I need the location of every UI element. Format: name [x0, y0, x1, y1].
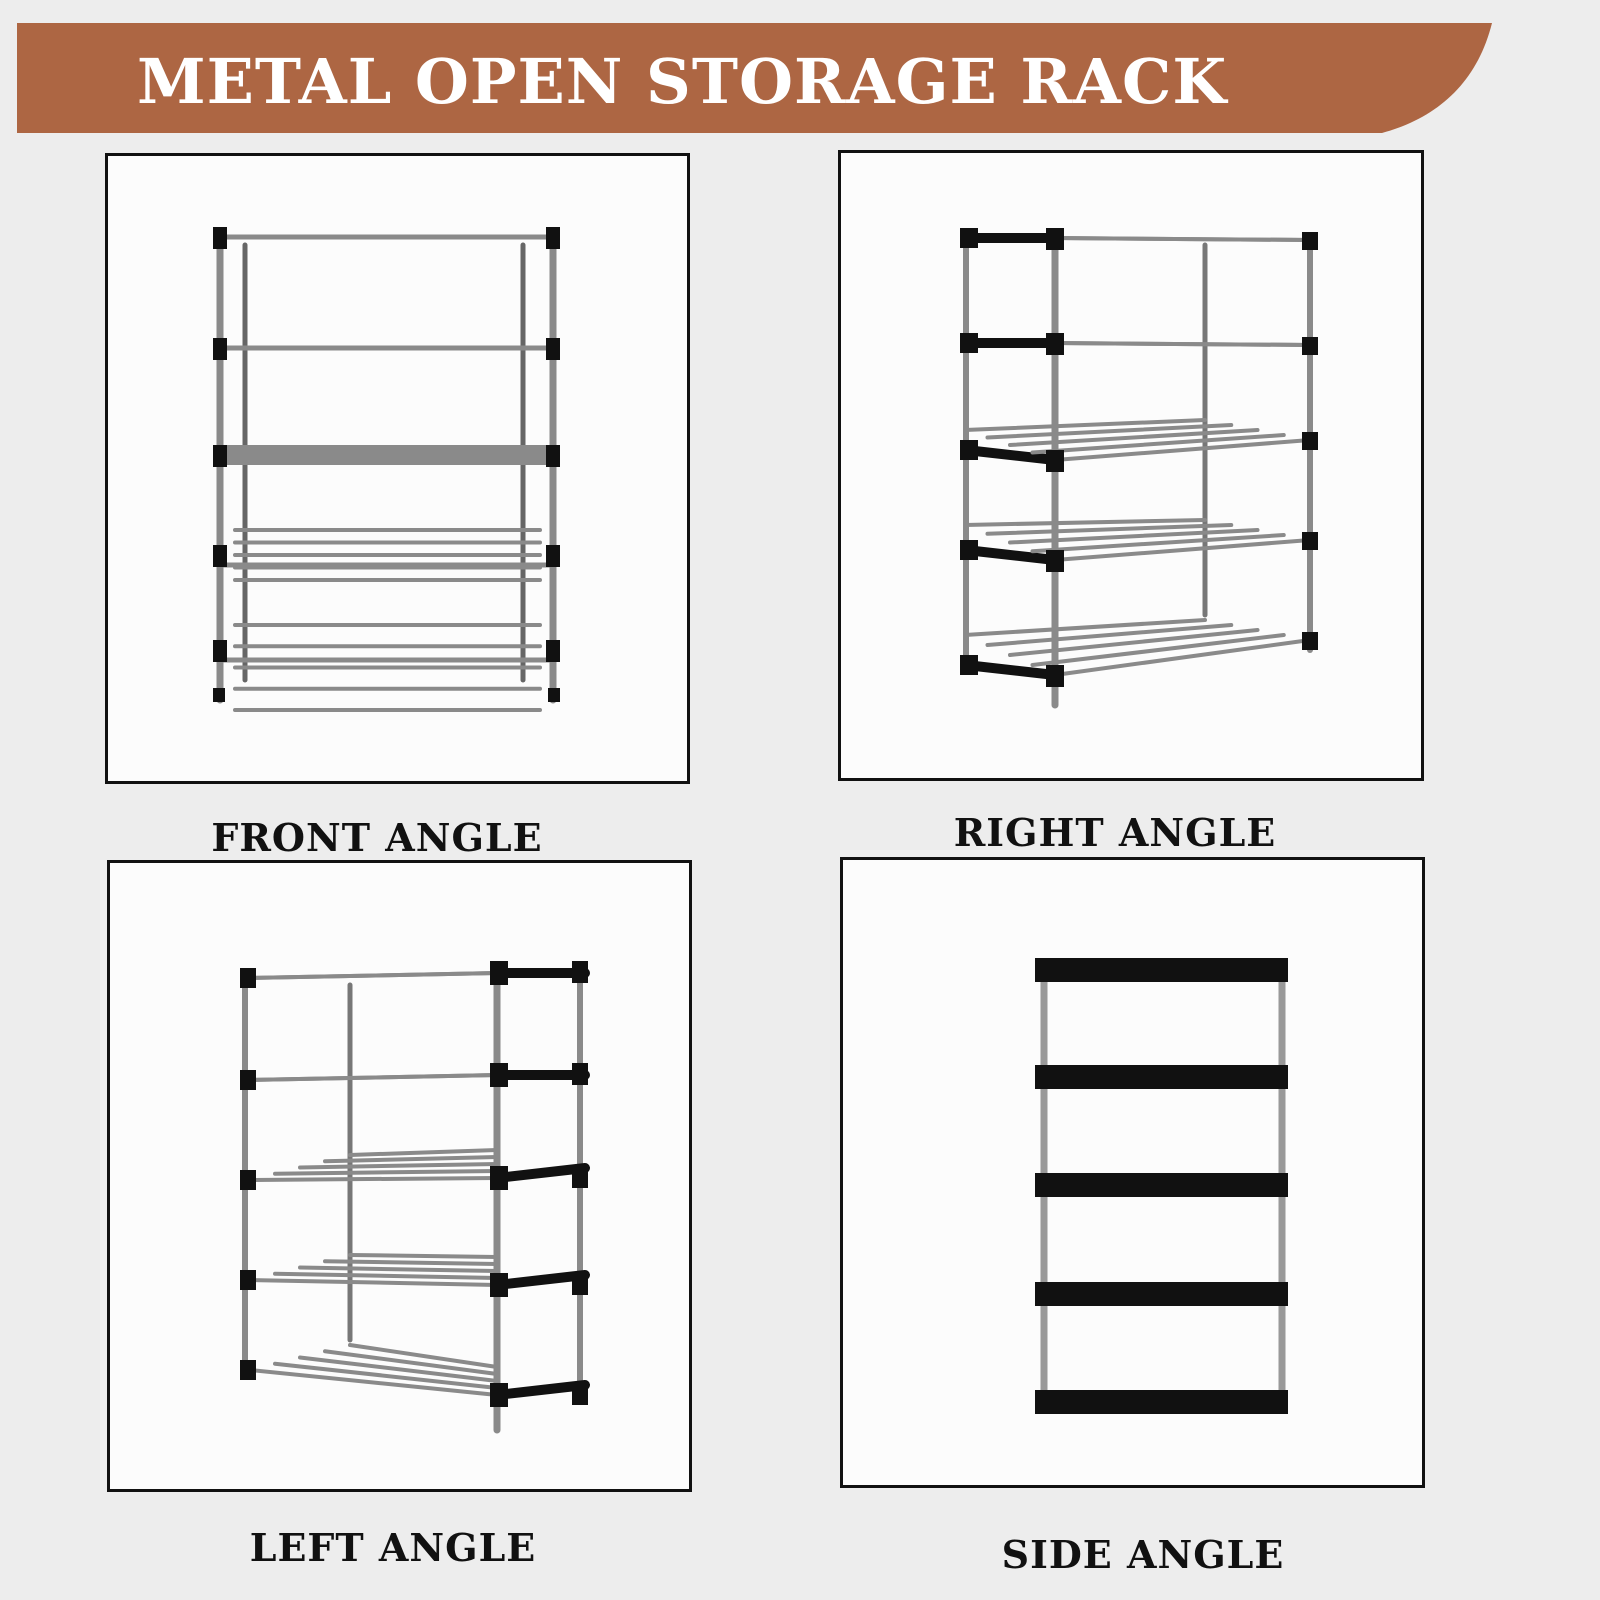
connector	[1046, 665, 1064, 687]
shelf-rod	[963, 518, 1207, 527]
rack-foot	[548, 688, 560, 702]
connector	[1302, 337, 1318, 355]
shelf-rod	[1053, 638, 1312, 677]
connector	[1046, 333, 1064, 355]
connector	[546, 640, 560, 662]
shelf-rod	[1053, 341, 1312, 347]
connector	[572, 1383, 588, 1405]
connector	[1302, 632, 1318, 650]
connector	[546, 338, 560, 360]
connector	[960, 540, 978, 560]
connector	[1046, 450, 1064, 472]
connector	[546, 445, 560, 467]
connector	[960, 333, 978, 353]
connector	[213, 640, 227, 662]
connector	[240, 1360, 256, 1380]
shelf-rod	[298, 1265, 499, 1273]
shelf-rod	[248, 1368, 499, 1397]
connector	[213, 227, 227, 249]
connector	[490, 1063, 508, 1087]
shelf-rod	[1030, 633, 1286, 667]
right-angle-label: RIGHT ANGLE	[953, 810, 1277, 855]
shelf-rod	[985, 523, 1234, 536]
connector	[490, 1383, 508, 1407]
shelf-side-bar	[1035, 1173, 1288, 1197]
shelf-rod	[323, 1259, 499, 1266]
shelf-rod	[298, 1355, 499, 1383]
shelf-rod	[1008, 528, 1260, 545]
shelf-side	[492, 1380, 590, 1400]
left-angle-label: LEFT ANGLE	[249, 1525, 537, 1570]
shelf-rod	[1008, 428, 1260, 447]
shelf-rod	[323, 1155, 499, 1164]
shelf-side	[961, 545, 1060, 565]
banner-shape	[17, 23, 1492, 133]
shelf-rod	[248, 1278, 499, 1287]
connector	[960, 440, 978, 460]
connector	[572, 1166, 588, 1188]
shelf-rod	[963, 618, 1207, 637]
connector	[240, 1170, 256, 1190]
connector	[572, 961, 588, 983]
shelf-rod	[273, 1271, 499, 1280]
shelf-rod	[1030, 433, 1286, 455]
shelf-rod	[248, 1176, 499, 1182]
shelf-side	[961, 660, 1060, 680]
connector	[1302, 532, 1318, 550]
shelf-rod	[248, 1073, 499, 1082]
title-banner: METAL OPEN STORAGE RACK	[17, 23, 1492, 133]
shelf-side	[961, 445, 1060, 465]
connector	[546, 545, 560, 567]
shelf-rod	[1008, 628, 1260, 657]
shelf-rod	[1053, 538, 1312, 562]
shelf-rod	[348, 1148, 499, 1157]
connector	[213, 445, 227, 467]
shelf-rod	[985, 623, 1234, 647]
shelf-rod	[248, 971, 499, 980]
shelf-rod	[348, 1343, 499, 1369]
connector	[240, 1270, 256, 1290]
shelf-side	[492, 1270, 590, 1290]
side-angle-label: SIDE ANGLE	[1001, 1532, 1285, 1577]
connector	[572, 1063, 588, 1085]
page-title: METAL OPEN STORAGE RACK	[137, 45, 1228, 118]
shelf-side	[492, 1163, 590, 1183]
connector	[490, 1273, 508, 1297]
shelf-rod	[273, 1361, 499, 1390]
shelf-rod	[1030, 533, 1286, 554]
shelf-side-bar	[1035, 1282, 1288, 1306]
connector	[213, 545, 227, 567]
front-angle-panel	[105, 153, 690, 784]
shelf-rod	[348, 1253, 499, 1259]
shelf-rod	[323, 1349, 499, 1376]
shelf-rod	[985, 423, 1234, 440]
rack-foot	[213, 688, 225, 702]
connector	[490, 961, 508, 985]
connector	[960, 228, 978, 248]
connector	[213, 338, 227, 360]
right-angle-panel	[838, 150, 1424, 781]
connector	[572, 1273, 588, 1295]
connector	[490, 1166, 508, 1190]
shelf-rod	[963, 418, 1207, 432]
connector	[960, 655, 978, 675]
shelf-rod	[273, 1169, 499, 1176]
connector	[240, 1070, 256, 1090]
shelf-side-bar	[1035, 1065, 1288, 1089]
shelf-rod	[1053, 236, 1312, 242]
connector	[546, 227, 560, 249]
connector	[240, 968, 256, 988]
connector	[1046, 550, 1064, 572]
shelf-side-bar	[1035, 1390, 1288, 1414]
connector	[1046, 228, 1064, 250]
shelf-rod	[1053, 438, 1312, 462]
shelf-rod	[298, 1162, 499, 1170]
connector	[1302, 232, 1318, 250]
connector	[1302, 432, 1318, 450]
shelf-side-bar	[1035, 958, 1288, 982]
front-angle-label: FRONT ANGLE	[211, 815, 543, 860]
